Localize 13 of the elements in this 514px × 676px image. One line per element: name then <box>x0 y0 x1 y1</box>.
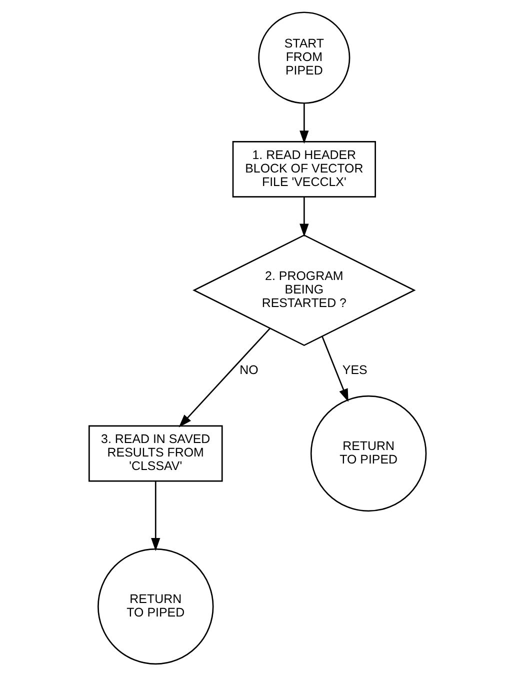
arrow <box>321 336 348 402</box>
node-box: 3. READ IN SAVED RESULTS FROM 'CLSSAV' <box>88 425 222 482</box>
node-circle: RETURN TO PIPED <box>310 395 426 512</box>
arrow <box>150 481 160 552</box>
arrow <box>299 103 308 144</box>
node-circle: START FROM PIPED <box>258 12 350 104</box>
node-box: 1. READ HEADER BLOCK OF VECTOR FILE 'VECCLX' <box>232 141 376 198</box>
node-circle: RETURN TO PIPED <box>97 548 214 665</box>
arrow <box>178 328 270 428</box>
arrow <box>299 196 308 237</box>
edge-label: NO <box>239 362 258 377</box>
node-diamond: 2. PROGRAM BEING RESTARTED ? <box>192 234 416 346</box>
edge-label: YES <box>342 362 367 377</box>
